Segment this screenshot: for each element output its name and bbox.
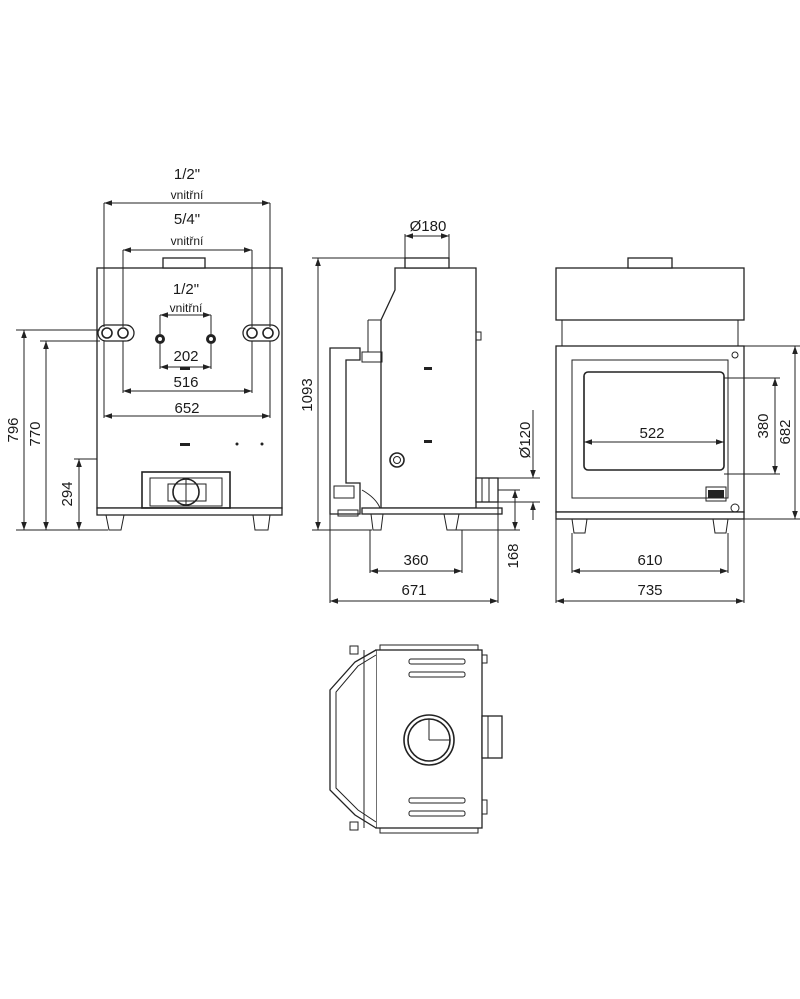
side-view: Ø180 1093 Ø120 168 360 671 — [299, 218, 540, 604]
rear-body — [96, 267, 283, 509]
side-air-inlet — [475, 477, 499, 503]
dim-mid-pipe: 5/4" — [174, 211, 200, 228]
dim-770: 770 — [27, 421, 44, 446]
dim-inner-pipe: 1/2" — [173, 281, 199, 298]
pipe-connector-left — [97, 324, 135, 342]
rear-leg-left — [105, 514, 125, 531]
front-view: 522 380 682 610 735 — [555, 257, 800, 604]
rear-leg-right — [252, 514, 271, 531]
dim-top-pipe: 1/2" — [174, 166, 200, 183]
dim-flue: Ø180 — [410, 218, 447, 235]
dim-360: 360 — [403, 552, 428, 569]
dim-168: 168 — [505, 543, 522, 568]
front-door-frame — [555, 345, 745, 513]
top-door — [329, 649, 377, 829]
dim-height: 1093 — [299, 378, 316, 411]
rear-view: 1/2" vnitřní 5/4" vnitřní 1/2" vnitřní 2… — [5, 166, 283, 531]
dim-top-pipe-note: vnitřní — [171, 188, 204, 202]
rear-base-rail — [96, 507, 283, 516]
dim-294: 294 — [59, 481, 76, 506]
dim-air-inlet: Ø120 — [517, 422, 534, 459]
dim-652: 652 — [174, 400, 199, 417]
side-body — [380, 267, 477, 509]
side-front-frame — [329, 347, 361, 515]
dim-glass-width: 522 — [639, 425, 664, 442]
top-view — [329, 644, 503, 834]
dim-202: 202 — [173, 348, 198, 365]
dim-380: 380 — [755, 413, 772, 438]
top-flue-ring — [403, 714, 455, 766]
rear-flue-stub — [162, 257, 206, 269]
dim-mid-pipe-note: vnitřní — [171, 234, 204, 248]
dim-671: 671 — [401, 582, 426, 599]
front-hood — [555, 267, 745, 321]
dim-610: 610 — [637, 552, 662, 569]
dim-796: 796 — [5, 417, 22, 442]
front-flue-stub — [627, 257, 673, 269]
side-flue-stub — [404, 257, 450, 269]
dim-inner-pipe-note: vnitřní — [170, 301, 203, 315]
dim-516: 516 — [173, 374, 198, 391]
rear-air-intake — [141, 471, 231, 509]
pipe-connector-right — [242, 324, 280, 342]
front-glass — [583, 371, 725, 471]
dim-682: 682 — [777, 419, 794, 444]
dim-735: 735 — [637, 582, 662, 599]
